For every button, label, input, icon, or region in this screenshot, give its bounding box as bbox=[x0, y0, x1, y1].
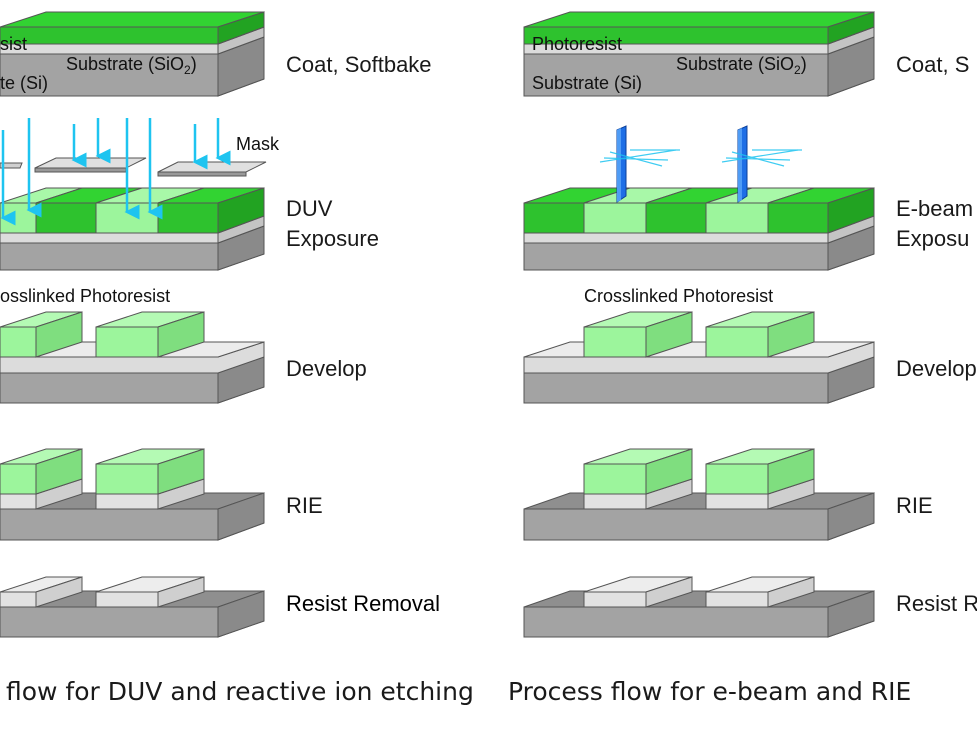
left-step1-label: Coat, Softbake bbox=[286, 52, 432, 77]
right-caption: Process flow for e-beam and RIE bbox=[508, 677, 911, 706]
mask-label: Mask bbox=[236, 134, 280, 154]
ebeam-bar-2 bbox=[721, 125, 802, 203]
right-step4-stack bbox=[523, 448, 875, 541]
right-step1-label: Coat, S bbox=[896, 52, 969, 77]
left-step2-label-line1: DUV bbox=[286, 196, 333, 221]
right-process-column: Photoresist Substrate (SiO2) Substrate (… bbox=[508, 11, 977, 706]
left-substrate-si-label: te (Si) bbox=[0, 73, 48, 93]
right-step2-stack bbox=[523, 125, 875, 271]
left-step4-label: RIE bbox=[286, 493, 323, 518]
left-step2-label-line2: Exposure bbox=[286, 226, 379, 251]
right-step4-label: RIE bbox=[896, 493, 933, 518]
right-step3-label: Develop bbox=[896, 356, 977, 381]
right-step2-label-line2: Exposu bbox=[896, 226, 969, 251]
left-step3-label: Develop bbox=[286, 356, 367, 381]
right-photoresist-label: Photoresist bbox=[532, 34, 622, 54]
right-substrate-sio2-label: Substrate (SiO2) bbox=[676, 54, 807, 77]
uv-arrows bbox=[0, 118, 231, 226]
right-substrate-si-label: Substrate (Si) bbox=[532, 73, 642, 93]
left-step2-stack: Mask bbox=[0, 118, 280, 271]
ebeam-bar-1 bbox=[599, 125, 680, 203]
right-step5-stack bbox=[523, 576, 875, 638]
right-step2-label-line1: E-beam bbox=[896, 196, 973, 221]
left-photoresist-label: sist bbox=[0, 34, 27, 54]
left-step1-stack: sist Substrate (SiO2) te (Si) bbox=[0, 11, 265, 97]
right-step1-stack: Photoresist Substrate (SiO2) Substrate (… bbox=[523, 11, 875, 97]
left-step5-label: Resist Removal bbox=[286, 591, 440, 616]
right-step5-label: Resist R bbox=[896, 591, 977, 616]
left-process-column: sist Substrate (SiO2) te (Si) Coat, Soft… bbox=[0, 11, 474, 706]
right-step3-stack bbox=[523, 311, 875, 404]
left-crosslinked-label: osslinked Photoresist bbox=[0, 286, 170, 306]
left-step3-stack bbox=[0, 311, 265, 404]
right-crosslinked-label: Crosslinked Photoresist bbox=[584, 286, 773, 306]
left-step4-stack bbox=[0, 448, 265, 541]
left-substrate-sio2-label: Substrate (SiO2) bbox=[66, 54, 197, 77]
left-step5-stack bbox=[0, 576, 265, 638]
left-caption: flow for DUV and reactive ion etching bbox=[6, 677, 474, 706]
